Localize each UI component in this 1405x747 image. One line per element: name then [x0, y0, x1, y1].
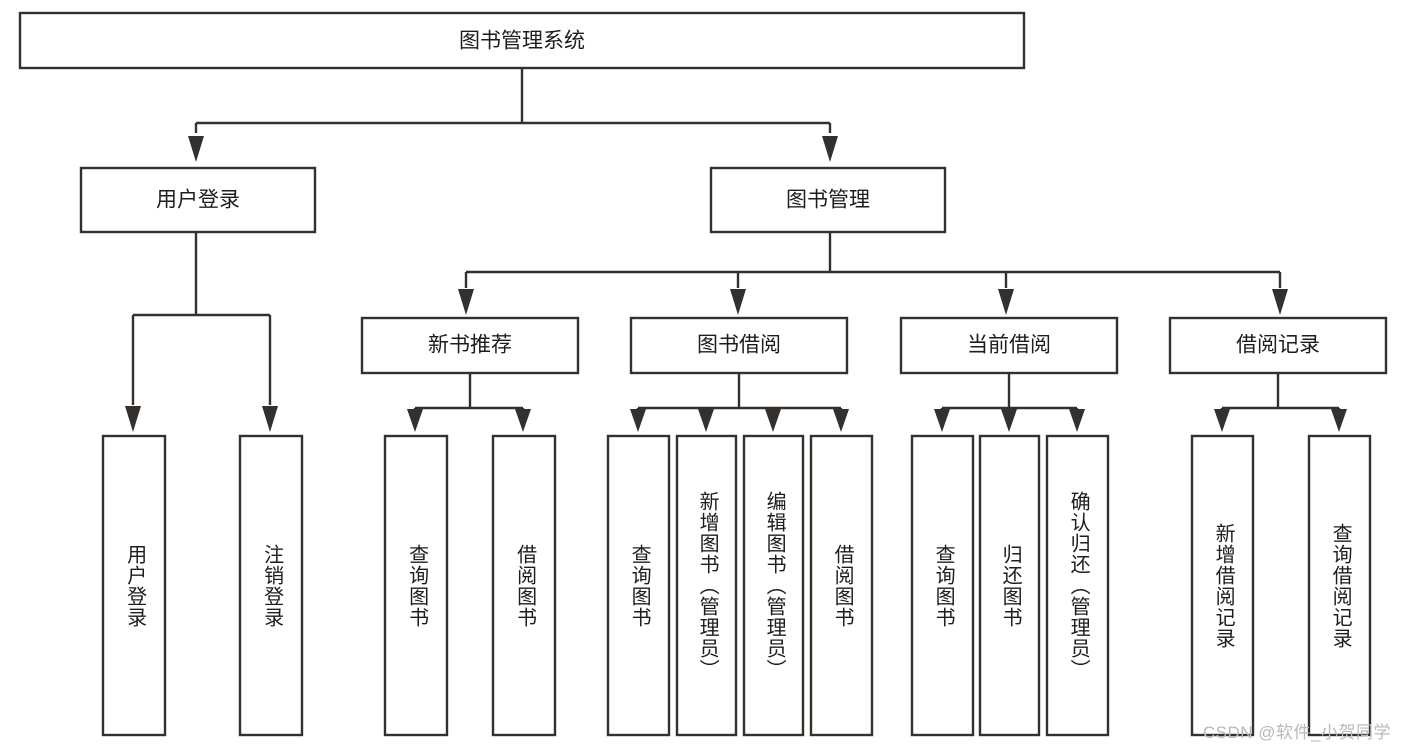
- node-borrow-record-label: 借阅记录: [1236, 334, 1320, 357]
- csdn-watermark: CSDN @软件_小贺同学: [1202, 723, 1391, 742]
- node-new-book-recommend-rect[interactable]: [360, 316, 580, 375]
- node-borrow-record[interactable]: 借阅记录: [1168, 316, 1388, 375]
- arrow-to-leaf-add-book: [698, 409, 714, 432]
- edge-group-user-login: [125, 232, 278, 432]
- edge-group-root: [188, 68, 838, 162]
- node-leaf-logout-login-rect[interactable]: [238, 434, 304, 737]
- node-leaf-edit-book-rect[interactable]: [742, 434, 805, 737]
- node-leaf-add-record-rect[interactable]: [1190, 434, 1255, 737]
- arrow-to-leaf-query-book-2: [630, 409, 646, 432]
- edge-group-book-borrow: [630, 373, 849, 432]
- node-leaf-query-book-3-rect[interactable]: [910, 434, 975, 737]
- arrow-to-book-borrow: [730, 289, 746, 315]
- node-user-login[interactable]: 用户登录: [79, 166, 317, 234]
- node-book-manage-label: 图书管理: [786, 189, 870, 212]
- node-current-borrow-rect[interactable]: [899, 316, 1119, 375]
- node-leaf-borrow-book-1-rect[interactable]: [491, 434, 557, 737]
- node-book-manage-rect[interactable]: [709, 166, 947, 234]
- arrow-to-leaf-confirm-return: [1069, 409, 1085, 432]
- node-leaf-borrow-book-2-rect[interactable]: [809, 434, 874, 737]
- arrow-to-leaf-borrow-book-2: [833, 409, 849, 432]
- edge-group-new-book-recommend: [407, 373, 531, 432]
- arrow-to-current-borrow: [998, 289, 1014, 315]
- node-leaf-query-book-1-rect[interactable]: [383, 434, 449, 737]
- node-leaf-query-book-2-rect[interactable]: [606, 434, 671, 737]
- node-new-book-recommend-label: 新书推荐: [428, 334, 512, 357]
- node-user-login-label: 用户登录: [156, 189, 240, 212]
- node-borrow-record-rect[interactable]: [1168, 316, 1388, 375]
- node-book-manage[interactable]: 图书管理: [709, 166, 947, 234]
- arrow-to-leaf-query-book-1: [407, 409, 423, 432]
- node-leaf-user-login-rect[interactable]: [101, 434, 167, 737]
- node-root-rect[interactable]: [18, 11, 1026, 70]
- arrow-to-leaf-add-record: [1214, 409, 1230, 432]
- arrow-to-new-book-recommend: [458, 289, 474, 315]
- node-root[interactable]: 图书管理系统: [18, 11, 1026, 70]
- arrow-to-leaf-query-book-3: [934, 409, 950, 432]
- arrow-to-leaf-borrow-book-1: [515, 409, 531, 432]
- arrow-to-book-manage: [822, 136, 838, 162]
- node-book-borrow-label: 图书借阅: [697, 334, 781, 357]
- node-book-borrow-rect[interactable]: [629, 316, 849, 375]
- node-root-label: 图书管理系统: [459, 30, 585, 53]
- node-leaf-add-book-rect[interactable]: [675, 434, 738, 737]
- node-current-borrow-label: 当前借阅: [967, 334, 1051, 357]
- node-new-book-recommend[interactable]: 新书推荐: [360, 316, 580, 375]
- arrow-to-leaf-edit-book: [765, 409, 781, 432]
- node-user-login-rect[interactable]: [79, 166, 317, 234]
- edge-group-current-borrow: [934, 373, 1085, 432]
- edge-group-book-manage: [458, 232, 1288, 315]
- arrow-to-leaf-query-record: [1331, 409, 1347, 432]
- arrow-to-user-login: [188, 136, 204, 162]
- node-leaf-confirm-return-rect[interactable]: [1045, 434, 1110, 737]
- node-book-borrow[interactable]: 图书借阅: [629, 316, 849, 375]
- edge-group-borrow-record: [1214, 373, 1347, 432]
- node-leaf-query-record-rect[interactable]: [1307, 434, 1372, 737]
- node-current-borrow[interactable]: 当前借阅: [899, 316, 1119, 375]
- arrow-to-borrow-record: [1272, 289, 1288, 315]
- arrow-to-leaf-user-login: [125, 406, 141, 432]
- node-leaf-return-book-rect[interactable]: [978, 434, 1041, 737]
- arrow-to-leaf-logout-login: [262, 406, 278, 432]
- arrow-to-leaf-return-book: [1001, 409, 1017, 432]
